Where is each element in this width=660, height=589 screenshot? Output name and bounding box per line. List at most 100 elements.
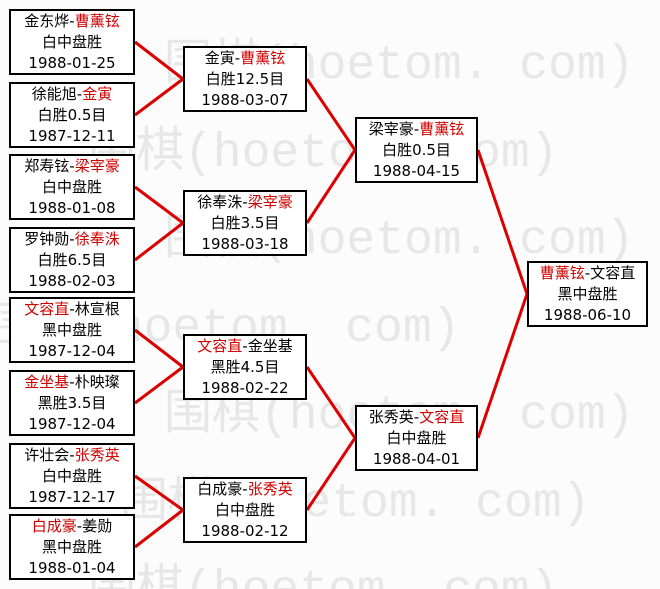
player-right: 朴映璨 — [74, 372, 120, 391]
player-right: 曹薰铉 — [419, 119, 465, 138]
player-left: 金坐基 — [24, 372, 70, 391]
match-box-r1-2: 徐能旭-金寅 白胜0.5目 1987-12-11 — [9, 82, 135, 148]
match-players: 罗钟勋-徐奉洙 — [24, 229, 119, 250]
players-separator: - — [76, 84, 83, 103]
players-separator: - — [413, 119, 420, 138]
player-left: 徐奉洙 — [197, 192, 243, 211]
match-date: 1988-06-10 — [543, 305, 632, 324]
match-result: 白中盘胜 — [386, 428, 447, 447]
player-right: 张秀英 — [247, 479, 293, 498]
player-right: 文容直 — [419, 407, 465, 426]
player-left: 金东烨 — [24, 11, 70, 30]
match-result: 白中盘胜 — [214, 500, 275, 519]
player-left: 曹薰铉 — [539, 263, 585, 282]
connector-line — [134, 474, 184, 512]
match-result: 黑中盘胜 — [41, 537, 102, 556]
players-separator: - — [69, 229, 75, 248]
match-players: 徐能旭-金寅 — [32, 84, 112, 105]
connector-line — [305, 366, 357, 439]
match-players: 郑寿铉-梁宰豪 — [24, 156, 119, 177]
match-date: 1988-04-01 — [372, 449, 461, 468]
match-result: 黑胜4.5目 — [210, 357, 280, 376]
player-left: 张秀英 — [368, 407, 414, 426]
player-left: 文容直 — [197, 336, 243, 355]
match-date: 1988-04-15 — [372, 161, 461, 180]
match-box-final: 曹薰铉-文容直 黑中盘胜 1988-06-10 — [527, 261, 648, 327]
connector-line — [134, 328, 184, 369]
player-right: 林宣根 — [74, 299, 120, 318]
connector-line — [305, 437, 357, 511]
watermark-text: 围棋(hoetom. com) — [88, 561, 558, 589]
match-players: 文容直-林宣根 — [24, 299, 119, 320]
match-players: 张秀英-文容直 — [369, 407, 464, 428]
player-left: 白成豪 — [197, 479, 243, 498]
match-box-sf-2: 张秀英-文容直 白中盘胜 1988-04-01 — [355, 405, 478, 471]
match-date: 1988-01-04 — [28, 558, 116, 577]
match-date: 1988-02-03 — [28, 271, 116, 290]
players-separator: - — [242, 192, 248, 211]
players-separator: - — [76, 516, 83, 535]
player-right: 梁宰豪 — [74, 156, 120, 175]
match-result: 白中盘胜 — [41, 466, 102, 485]
players-separator: - — [69, 445, 75, 464]
match-box-r1-5: 文容直-林宣根 黑中盘胜 1987-12-04 — [9, 297, 135, 363]
match-date: 1988-02-12 — [201, 521, 289, 540]
player-right: 徐奉洙 — [74, 229, 120, 248]
connector-line — [305, 78, 357, 151]
match-date: 1987-12-11 — [28, 126, 116, 145]
match-players: 白成豪-张秀英 — [197, 479, 292, 500]
match-box-r1-8: 白成豪-姜勋 黑中盘胜 1988-01-04 — [9, 514, 135, 580]
player-right: 金寅 — [82, 84, 113, 103]
player-left: 罗钟勋 — [24, 229, 70, 248]
connector-line — [134, 221, 184, 262]
connector-line — [476, 293, 529, 439]
player-left: 徐能旭 — [31, 84, 77, 103]
match-date: 1988-03-18 — [201, 234, 289, 253]
player-right: 张秀英 — [74, 445, 120, 464]
player-right: 梁宰豪 — [247, 192, 293, 211]
player-left: 文容直 — [24, 299, 70, 318]
players-separator: - — [584, 263, 591, 282]
match-date: 1988-01-08 — [28, 198, 116, 217]
connector-line — [305, 149, 357, 224]
match-date: 1987-12-17 — [28, 487, 116, 506]
player-right: 曹薰铉 — [240, 48, 286, 67]
connector-line — [134, 40, 184, 81]
match-box-r2-3: 文容直-金坐基 黑胜4.5目 1988-02-22 — [183, 334, 307, 400]
match-box-r2-2: 徐奉洙-梁宰豪 白胜3.5目 1988-03-18 — [183, 190, 307, 256]
connector-line — [134, 77, 184, 117]
match-result: 白胜3.5目 — [210, 213, 280, 232]
match-result: 黑胜3.5目 — [37, 393, 107, 412]
players-separator: - — [234, 48, 241, 67]
player-right: 曹薰铉 — [74, 11, 120, 30]
players-separator: - — [69, 156, 75, 175]
players-separator: - — [413, 407, 420, 426]
match-date: 1987-12-04 — [28, 341, 116, 360]
match-date: 1987-12-04 — [28, 414, 116, 433]
player-right: 姜勋 — [82, 516, 113, 535]
match-result: 白中盘胜 — [41, 177, 102, 196]
player-right: 文容直 — [590, 263, 636, 282]
match-result: 白胜0.5目 — [37, 105, 107, 124]
connector-line — [476, 149, 529, 295]
match-players: 许壮会-张秀英 — [24, 445, 119, 466]
match-players: 梁宰豪-曹薰铉 — [369, 119, 464, 140]
match-result: 黑中盘胜 — [41, 320, 102, 339]
match-date: 1988-02-22 — [201, 378, 289, 397]
match-box-r1-1: 金东烨-曹薰铉 白中盘胜 1988-01-25 — [9, 9, 135, 75]
player-left: 梁宰豪 — [368, 119, 414, 138]
connector-line — [134, 365, 184, 405]
player-left: 白成豪 — [31, 516, 77, 535]
match-box-sf-1: 梁宰豪-曹薰铉 白胜0.5目 1988-04-15 — [355, 117, 478, 183]
match-date: 1988-03-07 — [201, 90, 289, 109]
match-players: 曹薰铉-文容直 — [540, 263, 635, 284]
players-separator: - — [69, 299, 75, 318]
players-separator: - — [69, 372, 75, 391]
match-players: 金坐基-朴映璨 — [24, 372, 119, 393]
players-separator: - — [242, 336, 248, 355]
match-box-r1-3: 郑寿铉-梁宰豪 白中盘胜 1988-01-08 — [9, 154, 135, 220]
player-left: 郑寿铉 — [24, 156, 70, 175]
match-box-r2-1: 金寅-曹薰铉 白胜12.5目 1988-03-07 — [183, 46, 307, 112]
connector-line — [134, 508, 184, 549]
